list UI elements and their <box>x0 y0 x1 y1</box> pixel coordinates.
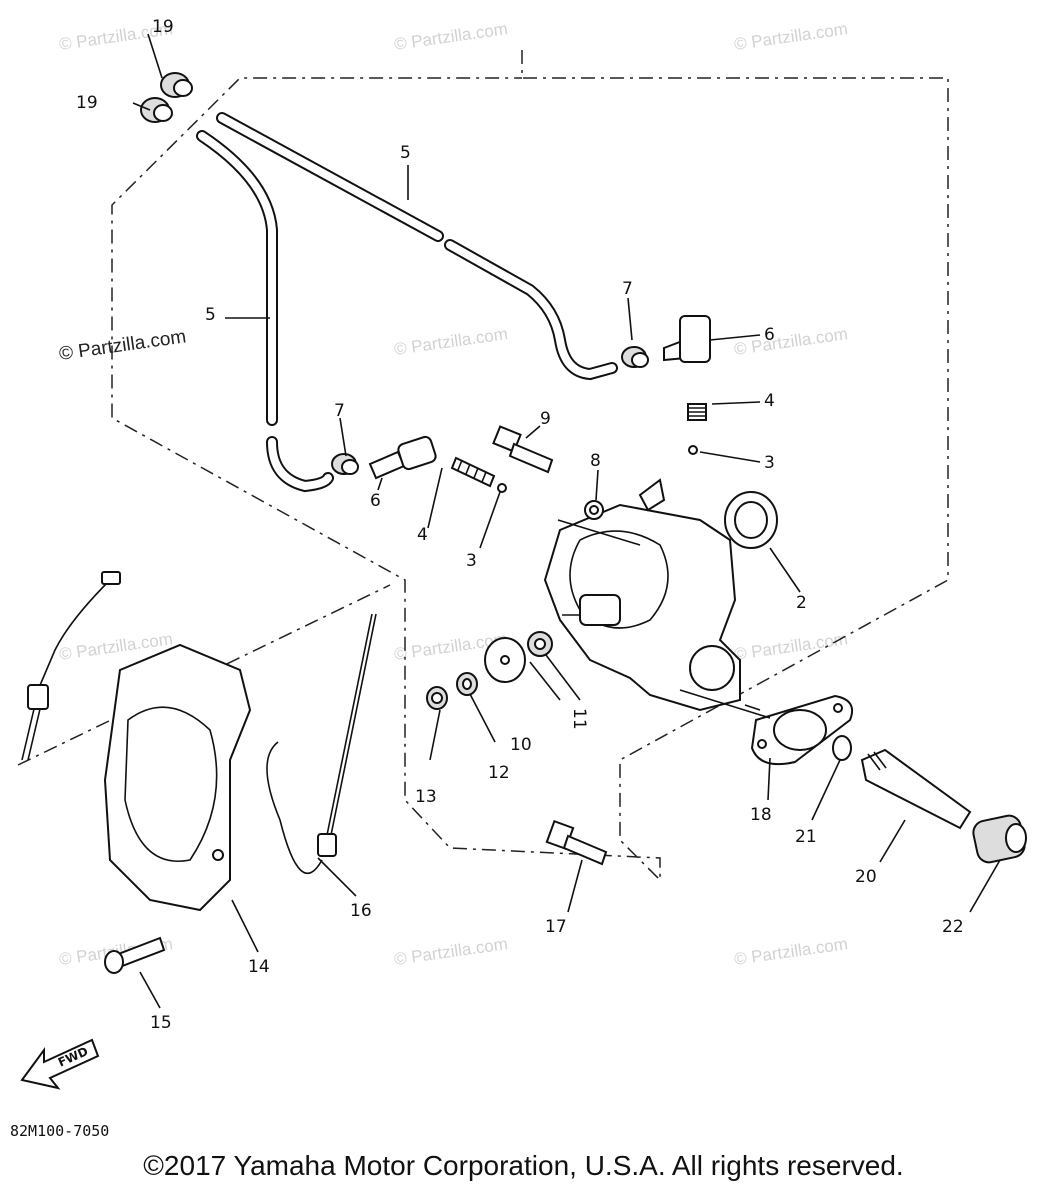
part-label-2: 2 <box>796 593 807 613</box>
joint-parts-upper <box>621 315 711 455</box>
watermark: © Partzilla.com <box>393 934 509 969</box>
part-label-21: 21 <box>795 827 817 847</box>
part-label-6: 6 <box>764 325 775 345</box>
collar-part-19 <box>140 72 193 123</box>
washer-parts <box>426 631 553 710</box>
fwd-arrow-icon: FWD <box>20 1038 100 1090</box>
part-label-4: 4 <box>764 391 775 411</box>
part-label-8: 8 <box>590 451 601 471</box>
part-label-20: 20 <box>855 867 877 887</box>
part-label-14: 14 <box>248 957 270 977</box>
part-label-7: 7 <box>334 401 345 421</box>
watermark: © Partzilla.com <box>393 19 509 54</box>
part-label-10: 10 <box>510 735 532 755</box>
oil-pump-cable-16 <box>21 571 377 875</box>
part-label-12: 12 <box>488 763 510 783</box>
watermark: © Partzilla.com <box>733 629 849 664</box>
part-label-19: 19 <box>152 17 174 37</box>
part-label-22: 22 <box>942 917 964 937</box>
oil-pump-body <box>543 478 778 712</box>
part-label-5: 5 <box>400 143 411 163</box>
part-label-13: 13 <box>415 787 437 807</box>
part-label-16: 16 <box>350 901 372 921</box>
watermark: © Partzilla.com <box>58 326 188 365</box>
copyright-notice: ©2017 Yamaha Motor Corporation, U.S.A. A… <box>143 1150 904 1181</box>
diagram-code: 82M100-7050 <box>10 1122 109 1140</box>
part-label-3: 3 <box>466 551 477 571</box>
watermark: © Partzilla.com <box>733 934 849 969</box>
watermark: © Partzilla.com <box>393 324 509 359</box>
part-label-19: 19 <box>76 93 98 113</box>
bolt-part-17 <box>545 819 608 866</box>
joint-parts-lower <box>331 425 554 493</box>
watermark: © Partzilla.com <box>733 19 849 54</box>
part-label-4: 4 <box>417 525 428 545</box>
part-label-18: 18 <box>750 805 772 825</box>
hose-part-5 <box>196 112 618 493</box>
watermark: © Partzilla.com <box>733 324 849 359</box>
part-label-15: 15 <box>150 1013 172 1033</box>
leader-lines <box>132 33 1001 1009</box>
part-labels: 19 19 5 5 7 6 4 3 7 6 9 8 4 3 2 10 11 12… <box>76 17 964 1033</box>
part-label-5: 5 <box>205 305 216 325</box>
part-label-3: 3 <box>764 453 775 473</box>
part-label-11: 11 <box>569 708 589 730</box>
part-label-6: 6 <box>370 491 381 511</box>
part-label-7: 7 <box>622 279 633 299</box>
pump-cover-parts <box>103 643 252 974</box>
part-label-17: 17 <box>545 917 567 937</box>
drive-shaft-parts <box>750 694 1027 864</box>
part-label-9: 9 <box>540 409 551 429</box>
